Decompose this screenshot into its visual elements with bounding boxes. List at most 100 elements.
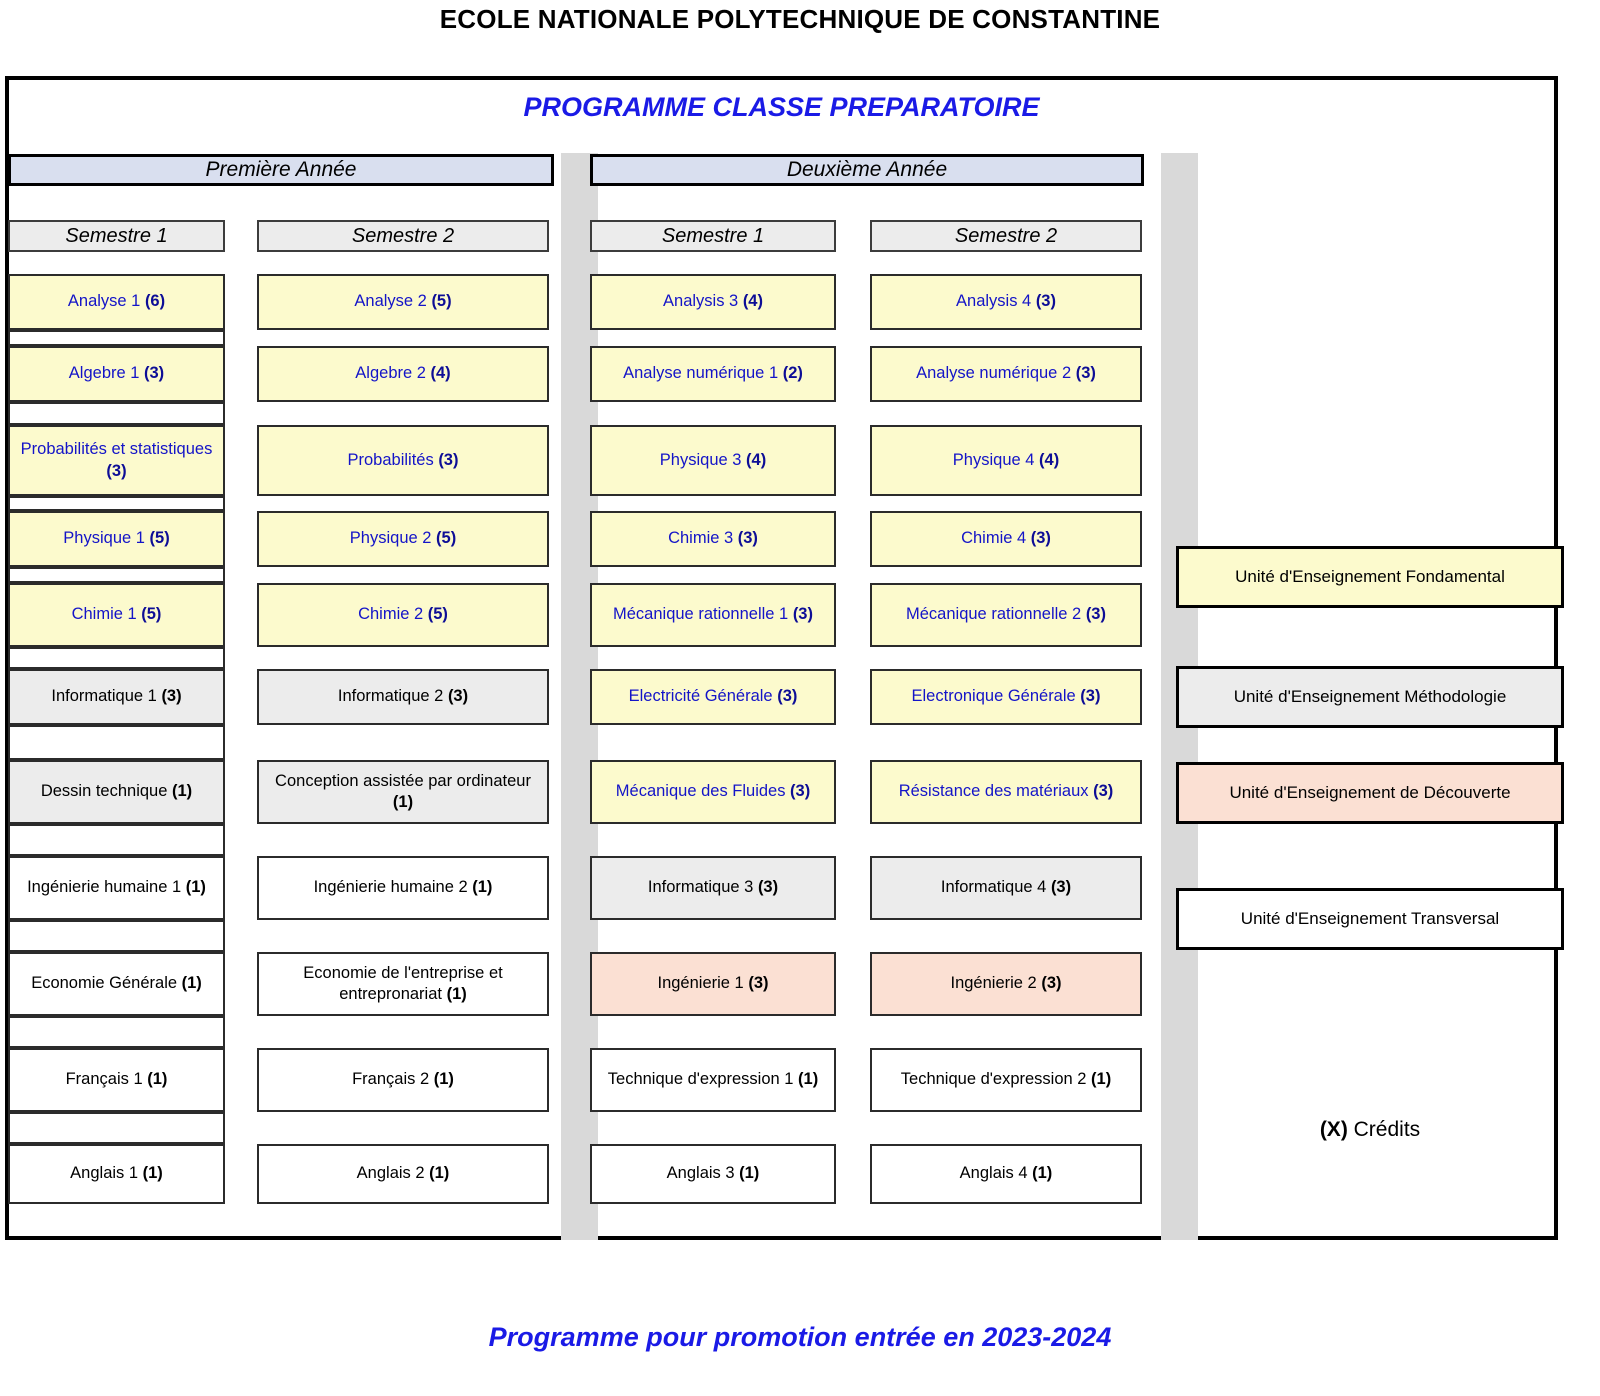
course-name: Technique d'expression 2 (900, 1070, 1092, 1089)
course-box[interactable]: Mécanique rationnelle 2 (3) (870, 583, 1142, 647)
course-box[interactable]: Algebre 1 (3) (8, 346, 225, 402)
course-credits: (3) (447, 687, 469, 706)
course-label: Analyse 1 (6) (68, 291, 165, 312)
course-box[interactable]: Physique 1 (5) (8, 511, 225, 567)
course-label: Electronique Générale (3) (912, 686, 1101, 707)
course-box[interactable]: Informatique 4 (3) (870, 856, 1142, 920)
course-box[interactable]: Informatique 1 (3) (8, 669, 225, 725)
course-box[interactable]: Electricité Générale (3) (590, 669, 836, 725)
course-credits: (1) (142, 1164, 163, 1183)
course-label: Chimie 2 (5) (358, 604, 448, 625)
course-label: Ingénierie humaine 2 (1) (314, 877, 493, 898)
course-box[interactable]: Physique 2 (5) (257, 511, 549, 567)
course-box[interactable]: Ingénierie 2 (3) (870, 952, 1142, 1016)
course-name: Ingénierie humaine 1 (27, 878, 186, 897)
course-box[interactable]: Electronique Générale (3) (870, 669, 1142, 725)
course-name: Anglais 1 (70, 1164, 143, 1183)
course-credits: (3) (1035, 292, 1056, 311)
course-credits: (1) (147, 1070, 168, 1089)
legend-item-label: Unité d'Enseignement de Découverte (1229, 783, 1511, 802)
course-credits: (3) (737, 529, 758, 548)
legend-item-transversal: Unité d'Enseignement Transversal (1176, 888, 1564, 950)
legend-item-fondamental: Unité d'Enseignement Fondamental (1176, 546, 1564, 608)
course-label: Conception assistée par ordinateur (1) (265, 771, 541, 813)
course-box[interactable]: Anglais 4 (1) (870, 1144, 1142, 1204)
course-box[interactable]: Mécanique des Fluides (3) (590, 760, 836, 824)
course-name: Probabilités et statistiques (20, 440, 213, 459)
course-box[interactable]: Physique 3 (4) (590, 425, 836, 496)
course-name: Ingénierie 2 (950, 974, 1042, 993)
course-box[interactable]: Conception assistée par ordinateur (1) (257, 760, 549, 824)
course-box[interactable]: Chimie 2 (5) (257, 583, 549, 647)
course-box[interactable]: Mécanique rationnelle 1 (3) (590, 583, 836, 647)
course-box[interactable]: Informatique 2 (3) (257, 669, 549, 725)
course-name: Informatique 4 (940, 878, 1051, 897)
course-box[interactable]: Economie Générale (1) (8, 952, 225, 1016)
course-box[interactable]: Anglais 1 (1) (8, 1144, 225, 1204)
course-box[interactable]: Analyse numérique 2 (3) (870, 346, 1142, 402)
course-name: Electricité Générale (628, 687, 778, 706)
course-name: Français 1 (65, 1070, 148, 1089)
course-label: Analyse numérique 2 (3) (916, 363, 1096, 384)
course-credits: (3) (1080, 687, 1101, 706)
course-name: Anglais 4 (959, 1164, 1033, 1183)
course-box[interactable]: Analysis 3 (4) (590, 274, 836, 330)
course-box[interactable]: Chimie 1 (5) (8, 583, 225, 647)
course-label: Probabilités et statistiques (3) (16, 439, 217, 481)
course-credits: (5) (427, 605, 448, 624)
course-box[interactable]: Physique 4 (4) (870, 425, 1142, 496)
programme-sheet: PROGRAMME CLASSE PREPARATOIRE Première A… (5, 76, 1558, 1240)
course-box[interactable]: Français 2 (1) (257, 1048, 549, 1112)
course-box[interactable]: Chimie 4 (3) (870, 511, 1142, 567)
course-box[interactable]: Economie de l'entreprise et entrepronari… (257, 952, 549, 1016)
course-name: Physique 2 (349, 529, 437, 548)
course-credits: (3) (106, 461, 127, 480)
course-label: Informatique 2 (3) (338, 686, 468, 707)
course-box[interactable]: Ingénierie 1 (3) (590, 952, 836, 1016)
course-box[interactable]: Dessin technique (1) (8, 760, 225, 824)
course-credits: (3) (161, 687, 182, 706)
grid-spacer-cell (8, 1016, 225, 1048)
school-title: ECOLE NATIONALE POLYTECHNIQUE DE CONSTAN… (439, 4, 1161, 34)
course-label: Anglais 2 (1) (357, 1163, 450, 1184)
course-box[interactable]: Informatique 3 (3) (590, 856, 836, 920)
course-credits: (5) (149, 529, 170, 548)
grid-spacer-cell (8, 725, 225, 760)
course-name: Technique d'expression 1 (607, 1070, 799, 1089)
course-label: Mécanique rationnelle 2 (3) (906, 604, 1106, 625)
course-label: Chimie 3 (3) (668, 528, 758, 549)
course-credits: (6) (144, 292, 166, 311)
course-box[interactable]: Probabilités et statistiques (3) (8, 425, 225, 496)
course-credits: (1) (1091, 1070, 1112, 1089)
course-name: Analyse numérique 1 (623, 364, 783, 383)
course-label: Algebre 2 (4) (355, 363, 450, 384)
course-box[interactable]: Chimie 3 (3) (590, 511, 836, 567)
course-box[interactable]: Analyse 1 (6) (8, 274, 225, 330)
course-box[interactable]: Ingénierie humaine 1 (1) (8, 856, 225, 920)
course-credits: (1) (446, 985, 467, 1003)
grid-spacer-cell (8, 1112, 225, 1144)
course-box[interactable]: Anglais 3 (1) (590, 1144, 836, 1204)
course-box[interactable]: Technique d'expression 1 (1) (590, 1048, 836, 1112)
course-label: Ingénierie humaine 1 (1) (27, 877, 206, 898)
course-box[interactable]: Analyse numérique 1 (2) (590, 346, 836, 402)
course-box[interactable]: Algebre 2 (4) (257, 346, 549, 402)
course-name: Analysis 4 (956, 292, 1036, 311)
course-name: Chimie 1 (71, 605, 142, 624)
course-box[interactable]: Résistance des matériaux (3) (870, 760, 1142, 824)
course-box[interactable]: Probabilités (3) (257, 425, 549, 496)
course-name: Algebre 1 (68, 364, 145, 383)
course-box[interactable]: Technique d'expression 2 (1) (870, 1048, 1142, 1112)
course-box[interactable]: Ingénierie humaine 2 (1) (257, 856, 549, 920)
course-name: Chimie 3 (668, 529, 738, 548)
course-label: Physique 3 (4) (660, 450, 766, 471)
course-box[interactable]: Français 1 (1) (8, 1048, 225, 1112)
course-box[interactable]: Analysis 4 (3) (870, 274, 1142, 330)
course-name: Anglais 2 (356, 1164, 430, 1183)
course-label: Résistance des matériaux (3) (899, 781, 1114, 802)
course-credits: (4) (430, 364, 451, 383)
course-box[interactable]: Analyse 2 (5) (257, 274, 549, 330)
course-box[interactable]: Anglais 2 (1) (257, 1144, 549, 1204)
course-label: Anglais 3 (1) (667, 1163, 760, 1184)
course-credits: (1) (392, 793, 414, 811)
